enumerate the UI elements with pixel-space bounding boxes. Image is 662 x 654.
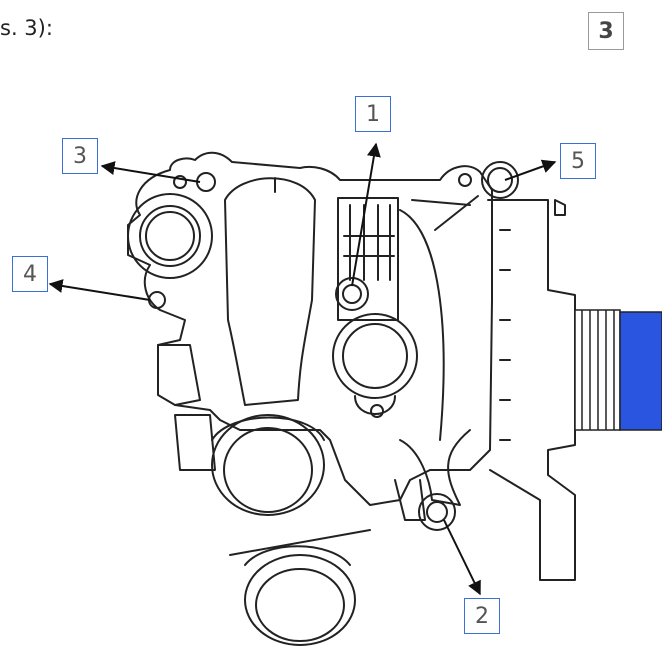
- callout-2: 2: [464, 598, 500, 634]
- callout-3: 3: [62, 138, 98, 174]
- outlet-pipe-upper: [211, 414, 325, 516]
- bolt-hole-4: [148, 291, 166, 309]
- center-port-inner: [342, 323, 408, 389]
- gear-blue-hub: [619, 311, 662, 431]
- outlet-pipe-lower: [244, 554, 356, 646]
- bolt-hole-2: [426, 501, 448, 523]
- callout-1: 1: [355, 96, 391, 132]
- caption-text: s. 3):: [0, 16, 53, 40]
- leader-1: [351, 142, 381, 287]
- inlet-flange-inner: [139, 205, 201, 267]
- leader-3: [100, 161, 201, 183]
- center-port-outer: [332, 313, 418, 399]
- housing-outline: [127, 151, 493, 506]
- central-pipe: [224, 177, 316, 406]
- leader-4: [48, 279, 151, 301]
- bolt-hole-5: [487, 167, 513, 193]
- drive-gear: [574, 309, 662, 431]
- leader-5: [504, 159, 557, 181]
- lower-bracket: [399, 429, 471, 506]
- inlet-flange-outer: [127, 193, 213, 279]
- leader-2: [443, 519, 481, 596]
- callout-4: 4: [12, 256, 48, 292]
- flange-plate: [487, 199, 576, 581]
- figure-number-badge: 3: [588, 12, 624, 50]
- callout-5: 5: [560, 143, 596, 179]
- bolt-hole-1: [342, 284, 362, 304]
